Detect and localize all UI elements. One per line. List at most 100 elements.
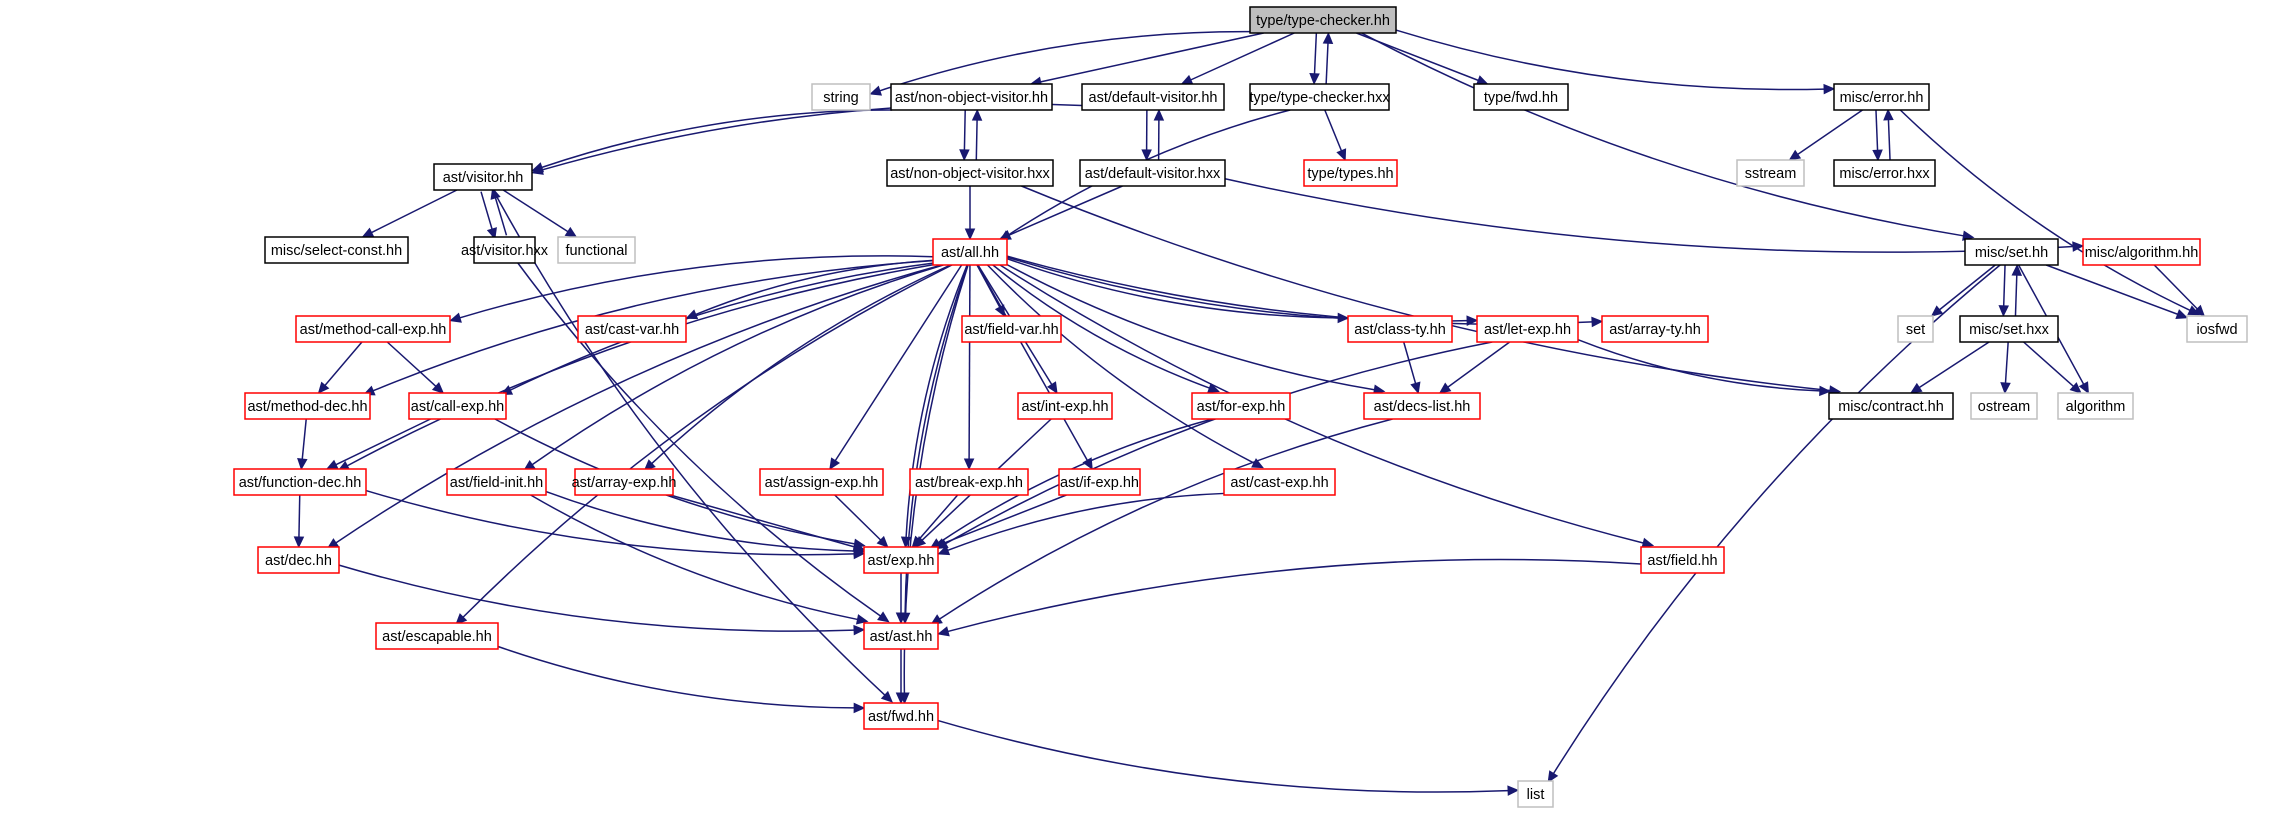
edge-let_exp-to-decs_list xyxy=(1447,341,1511,388)
node-defvisitor_hh[interactable]: ast/default-visitor.hh xyxy=(1081,83,1225,111)
node-field_var[interactable]: ast/field-var.hh xyxy=(961,315,1062,343)
node-class_ty[interactable]: ast/class-ty.hh xyxy=(1347,315,1453,343)
node-escapable[interactable]: ast/escapable.hh xyxy=(375,622,499,650)
node-break_exp[interactable]: ast/break-exp.hh xyxy=(909,468,1029,496)
edge-cast_exp-to-exp_hh xyxy=(947,492,1225,552)
node-select_const[interactable]: misc/select-const.hh xyxy=(264,236,409,264)
node-method_dec[interactable]: ast/method-dec.hh xyxy=(244,392,371,420)
node-function_dec[interactable]: ast/function-dec.hh xyxy=(233,468,367,496)
node-label-type_types: type/types.hh xyxy=(1307,166,1393,182)
node-visitor_hxx[interactable]: ast/visitor.hxx xyxy=(461,236,549,264)
node-label-method_dec: ast/method-dec.hh xyxy=(247,399,367,415)
node-type_types[interactable]: type/types.hh xyxy=(1303,159,1398,187)
arrowhead-misc_set_hh-to-list xyxy=(1547,770,1559,783)
edge-misc_error_hh-to-sstream xyxy=(1797,109,1863,155)
node-tc_hh[interactable]: type/type-checker.hh xyxy=(1249,6,1397,34)
node-misc_error_hh[interactable]: misc/error.hh xyxy=(1833,83,1930,111)
edge-all_hh-to-assign_exp xyxy=(834,264,963,462)
node-label-list: list xyxy=(1527,787,1545,803)
node-array_ty[interactable]: ast/array-ty.hh xyxy=(1601,315,1709,343)
node-box-array_exp xyxy=(574,468,674,496)
node-label-tc_hxx: type/type-checker.hxx xyxy=(1249,90,1390,106)
edge-novisitor_hh-to-visitor_hh xyxy=(541,109,893,169)
node-label-algorithm: algorithm xyxy=(2066,399,2126,415)
node-misc_algorithm[interactable]: misc/algorithm.hh xyxy=(2082,238,2201,266)
node-label-escapable: ast/escapable.hh xyxy=(382,629,492,645)
node-label-misc_algorithm: misc/algorithm.hh xyxy=(2085,245,2199,261)
node-if_exp[interactable]: ast/if-exp.hh xyxy=(1058,468,1141,496)
edge-field_hh-to-ast_hh xyxy=(947,558,1642,633)
node-box-field_var xyxy=(961,315,1062,343)
node-box-misc_set_hh xyxy=(1964,238,2059,266)
arrowhead-assign_exp-to-exp_hh xyxy=(876,535,889,548)
arrowhead-misc_algorithm-to-iosfwd xyxy=(2193,304,2206,317)
node-box-escapable xyxy=(375,622,499,650)
node-all_hh[interactable]: ast/all.hh xyxy=(932,238,1008,266)
arrowhead-exp_hh-to-ast_hh xyxy=(895,612,907,625)
node-dec_hh[interactable]: ast/dec.hh xyxy=(257,546,340,574)
node-box-all_hh xyxy=(932,238,1008,266)
arrowhead-misc_set_hxx-to-ostream xyxy=(2000,382,2011,395)
node-list: list xyxy=(1517,780,1554,808)
node-novisitor_hh[interactable]: ast/non-object-visitor.hh xyxy=(890,83,1053,111)
node-assign_exp[interactable]: ast/assign-exp.hh xyxy=(759,468,884,496)
node-cast_exp[interactable]: ast/cast-exp.hh xyxy=(1223,468,1336,496)
node-box-function_dec xyxy=(233,468,367,496)
node-for_exp[interactable]: ast/for-exp.hh xyxy=(1191,392,1291,420)
arrowhead-int_exp-to-exp_hh xyxy=(913,535,927,548)
node-ast_fwd[interactable]: ast/fwd.hh xyxy=(863,702,939,730)
edge-all_hh-to-decs_list xyxy=(1006,263,1375,391)
node-tc_hxx[interactable]: type/type-checker.hxx xyxy=(1249,83,1390,111)
arrowhead-misc_error_hh-to-sstream xyxy=(1788,149,1802,161)
node-misc_error_hxx[interactable]: misc/error.hxx xyxy=(1833,159,1936,187)
node-box-ast_hh xyxy=(863,622,939,650)
node-label-field_var: ast/field-var.hh xyxy=(964,322,1058,338)
arrowhead-dec_hh-to-ast_hh xyxy=(853,624,866,636)
arrowhead-misc_error_hh-to-misc_error_hxx xyxy=(1872,149,1883,162)
node-visitor_hh[interactable]: ast/visitor.hh xyxy=(433,163,533,191)
edge-all_hh-to-call_exp xyxy=(510,262,934,391)
node-novisitor_hxx[interactable]: ast/non-object-visitor.hxx xyxy=(886,159,1054,187)
edge-tc_hxx-to-type_types xyxy=(1324,109,1343,152)
edge-all_hh-to-class_ty xyxy=(1006,257,1339,319)
node-misc_contract[interactable]: misc/contract.hh xyxy=(1828,392,1954,420)
node-type_fwd[interactable]: type/fwd.hh xyxy=(1473,83,1569,111)
edge-misc_set_hh-to-set xyxy=(1939,264,1996,311)
node-int_exp[interactable]: ast/int-exp.hh xyxy=(1017,392,1113,420)
node-field_init[interactable]: ast/field-init.hh xyxy=(446,468,547,496)
node-defvisitor_hxx[interactable]: ast/default-visitor.hxx xyxy=(1079,159,1226,187)
arrowhead-misc_set_hxx-to-misc_contract xyxy=(1909,382,1923,394)
edge-dec_hh-to-ast_hh xyxy=(338,564,855,632)
arrowhead-all_hh-to-cast_exp xyxy=(1251,458,1264,469)
node-misc_set_hh[interactable]: misc/set.hh xyxy=(1964,238,2059,266)
node-cast_var[interactable]: ast/cast-var.hh xyxy=(577,315,687,343)
edge-let_exp-to-misc_contract xyxy=(1577,338,1820,392)
edge-all_hh-to-dec_hh xyxy=(335,264,942,544)
arrowhead-method_dec-to-function_dec xyxy=(297,458,308,471)
edge-function_dec-to-exp_hh xyxy=(365,489,855,556)
node-label-exp_hh: ast/exp.hh xyxy=(868,553,935,569)
node-box-select_const xyxy=(264,236,409,264)
node-misc_set_hxx[interactable]: misc/set.hxx xyxy=(1959,315,2059,343)
node-label-field_init: ast/field-init.hh xyxy=(450,475,544,491)
node-label-sstream: sstream xyxy=(1745,166,1797,182)
node-field_hh[interactable]: ast/field.hh xyxy=(1640,546,1725,574)
edge-tc_hh-to-misc_set_hh xyxy=(1361,32,1964,237)
arrowhead-misc_error_hxx-to-misc_error_hh xyxy=(1883,108,1894,121)
arrowhead-let_exp-to-decs_list xyxy=(1438,382,1452,394)
node-call_exp[interactable]: ast/call-exp.hh xyxy=(408,392,507,420)
edge-tc_hh-to-string xyxy=(879,30,1251,92)
node-box-misc_set_hxx xyxy=(1959,315,2059,343)
arrowhead-misc_set_hh-to-misc_set_hxx xyxy=(1998,305,2009,318)
edge-all_hh-to-field_init xyxy=(531,264,944,466)
node-array_exp[interactable]: ast/array-exp.hh xyxy=(572,468,677,496)
node-box-visitor_hxx xyxy=(473,236,536,264)
node-method_call_exp[interactable]: ast/method-call-exp.hh xyxy=(295,315,451,343)
node-label-let_exp: ast/let-exp.hh xyxy=(1484,322,1571,338)
node-let_exp[interactable]: ast/let-exp.hh xyxy=(1476,315,1579,343)
node-exp_hh[interactable]: ast/exp.hh xyxy=(863,546,939,574)
node-box-misc_algorithm xyxy=(2082,238,2201,266)
node-decs_list[interactable]: ast/decs-list.hh xyxy=(1363,392,1481,420)
arrowhead-tc_hh-to-misc_error_hh xyxy=(1823,83,1836,95)
node-ast_hh[interactable]: ast/ast.hh xyxy=(863,622,939,650)
